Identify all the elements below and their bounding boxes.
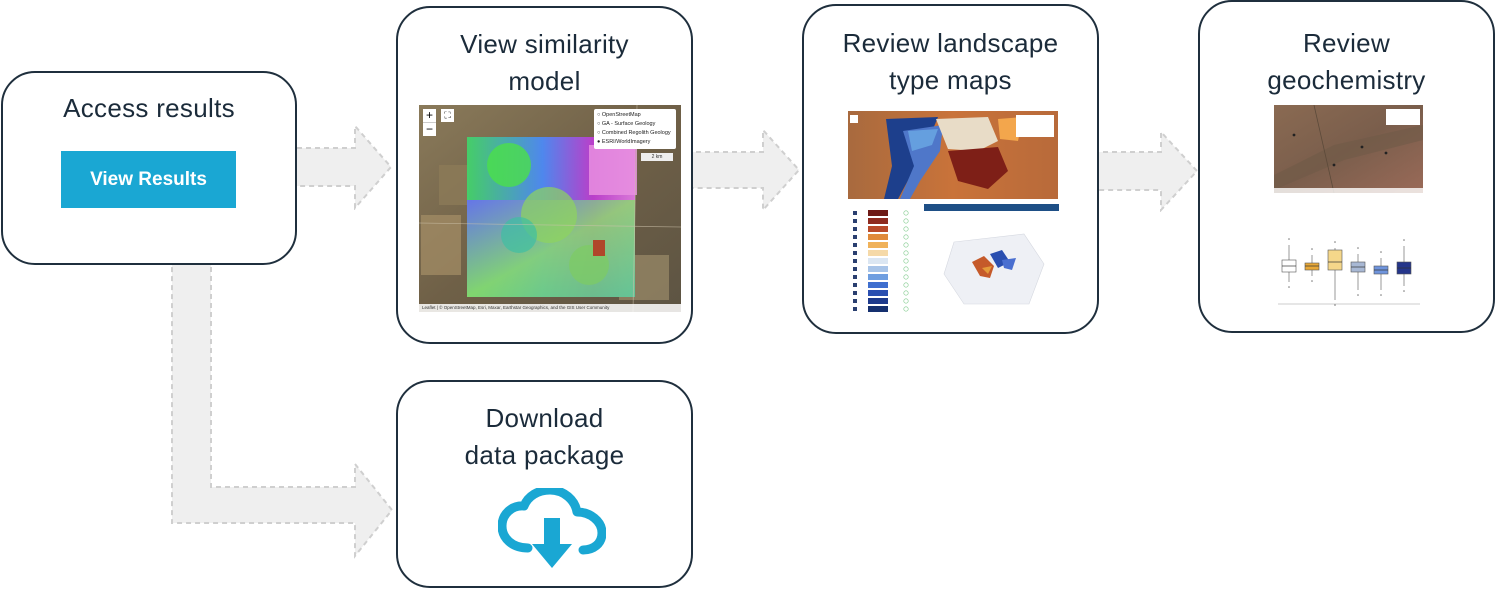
access-results-card: Access results View Results — [1, 71, 297, 265]
zoom-in-button[interactable]: + — [423, 109, 436, 123]
legend-checkbox — [853, 299, 857, 303]
boxplot-outlier — [1334, 304, 1336, 306]
legend-status-dot — [903, 274, 909, 280]
landscape-legend-table — [850, 206, 914, 318]
zoom-out-button[interactable]: − — [423, 123, 436, 136]
layer-option-esri[interactable]: ● ESRI/WorldImagery — [597, 139, 651, 145]
legend-checkbox — [853, 259, 857, 263]
landscape-3d-plot — [924, 204, 1059, 316]
legend-status-dot — [903, 306, 909, 312]
layer-option-osm[interactable]: ○ OpenStreetMap — [597, 112, 641, 118]
legend-swatch — [868, 234, 888, 240]
fullscreen-icon[interactable]: ⛶ — [441, 109, 454, 122]
legend-status-dot — [903, 290, 909, 296]
similarity-title-line2: model — [508, 66, 581, 96]
legend-status-dot — [903, 234, 909, 240]
map-attribution: Leaflet | © OpenStreetMap, Esri, Maxar, … — [419, 304, 681, 312]
legend-checkbox — [853, 235, 857, 239]
boxplot-outlier — [1288, 238, 1290, 240]
legend-checkbox — [853, 219, 857, 223]
legend-swatch — [868, 298, 888, 304]
legend-checkbox — [853, 211, 857, 215]
landscape-maps-card: Review landscape type maps — [802, 4, 1099, 334]
legend-status-dot — [903, 210, 909, 216]
geochemistry-card: Review geochemistry — [1198, 0, 1495, 333]
similarity-map-screenshot: + − ⛶ ○ OpenStreetMap ○ GA - Surface Geo… — [419, 105, 681, 312]
legend-swatch — [868, 306, 888, 312]
boxplot-outlier — [1380, 294, 1382, 296]
landscape-title-line1: Review landscape — [842, 28, 1059, 58]
legend-swatch — [868, 258, 888, 264]
boxplot-box — [1304, 262, 1320, 271]
legend-status-dot — [903, 258, 909, 264]
legend-status-dot — [903, 250, 909, 256]
boxplot-box — [1327, 249, 1343, 271]
download-card: Download data package — [396, 380, 693, 588]
boxplot-outlier — [1357, 294, 1359, 296]
legend-swatch — [868, 274, 888, 280]
legend-status-dot — [903, 298, 909, 304]
legend-status-dot — [903, 266, 909, 272]
legend-status-dot — [903, 226, 909, 232]
legend-swatch — [868, 290, 888, 296]
legend-status-dot — [903, 282, 909, 288]
legend-swatch — [868, 242, 888, 248]
legend-checkbox — [853, 307, 857, 311]
legend-swatch — [868, 250, 888, 256]
scale-bar: 2 km — [641, 153, 673, 161]
download-title-line2: data package — [464, 440, 625, 470]
boxplot-outlier — [1334, 241, 1336, 243]
geochem-title-line1: Review — [1302, 28, 1391, 58]
legend-swatch — [868, 226, 888, 232]
boxplot-outlier — [1288, 286, 1290, 288]
legend-checkbox — [853, 267, 857, 271]
landscape-title-line2: type maps — [889, 65, 1012, 95]
legend-swatch — [868, 218, 888, 224]
geochem-title-line2: geochemistry — [1267, 65, 1426, 95]
boxplot-outlier — [1403, 239, 1405, 241]
boxplot-outlier — [1403, 290, 1405, 292]
boxplot-outlier — [1357, 247, 1359, 249]
legend-checkbox — [853, 251, 857, 255]
legend-swatch — [868, 266, 888, 272]
geochem-boxplot — [1274, 200, 1423, 310]
layer-option-ga[interactable]: ○ GA - Surface Geology — [597, 121, 656, 127]
similarity-model-card: View similarity model — [396, 6, 693, 344]
legend-checkbox — [853, 283, 857, 287]
legend-checkbox — [853, 291, 857, 295]
layer-panel: ○ OpenStreetMap ○ GA - Surface Geology ○… — [594, 109, 676, 149]
geochem-map-screenshot — [1274, 105, 1423, 193]
download-title-line1: Download — [485, 403, 604, 433]
legend-status-dot — [903, 242, 909, 248]
legend-swatch — [868, 282, 888, 288]
view-results-button[interactable]: View Results — [61, 151, 236, 208]
legend-swatch — [868, 210, 888, 216]
boxplot-outlier — [1380, 251, 1382, 253]
layer-option-regolith[interactable]: ○ Combined Regolith Geology — [597, 130, 671, 136]
boxplot-outlier — [1311, 248, 1313, 250]
cloud-download-icon[interactable] — [498, 488, 606, 570]
legend-status-dot — [903, 218, 909, 224]
landscape-map-screenshot — [848, 111, 1058, 199]
flow-arrow-2 — [677, 128, 801, 212]
access-results-title: Access results — [63, 93, 235, 123]
legend-checkbox — [853, 275, 857, 279]
similarity-title-line1: View similarity — [460, 29, 629, 59]
legend-checkbox — [853, 227, 857, 231]
legend-checkbox — [853, 243, 857, 247]
boxplot-outlier — [1311, 280, 1313, 282]
